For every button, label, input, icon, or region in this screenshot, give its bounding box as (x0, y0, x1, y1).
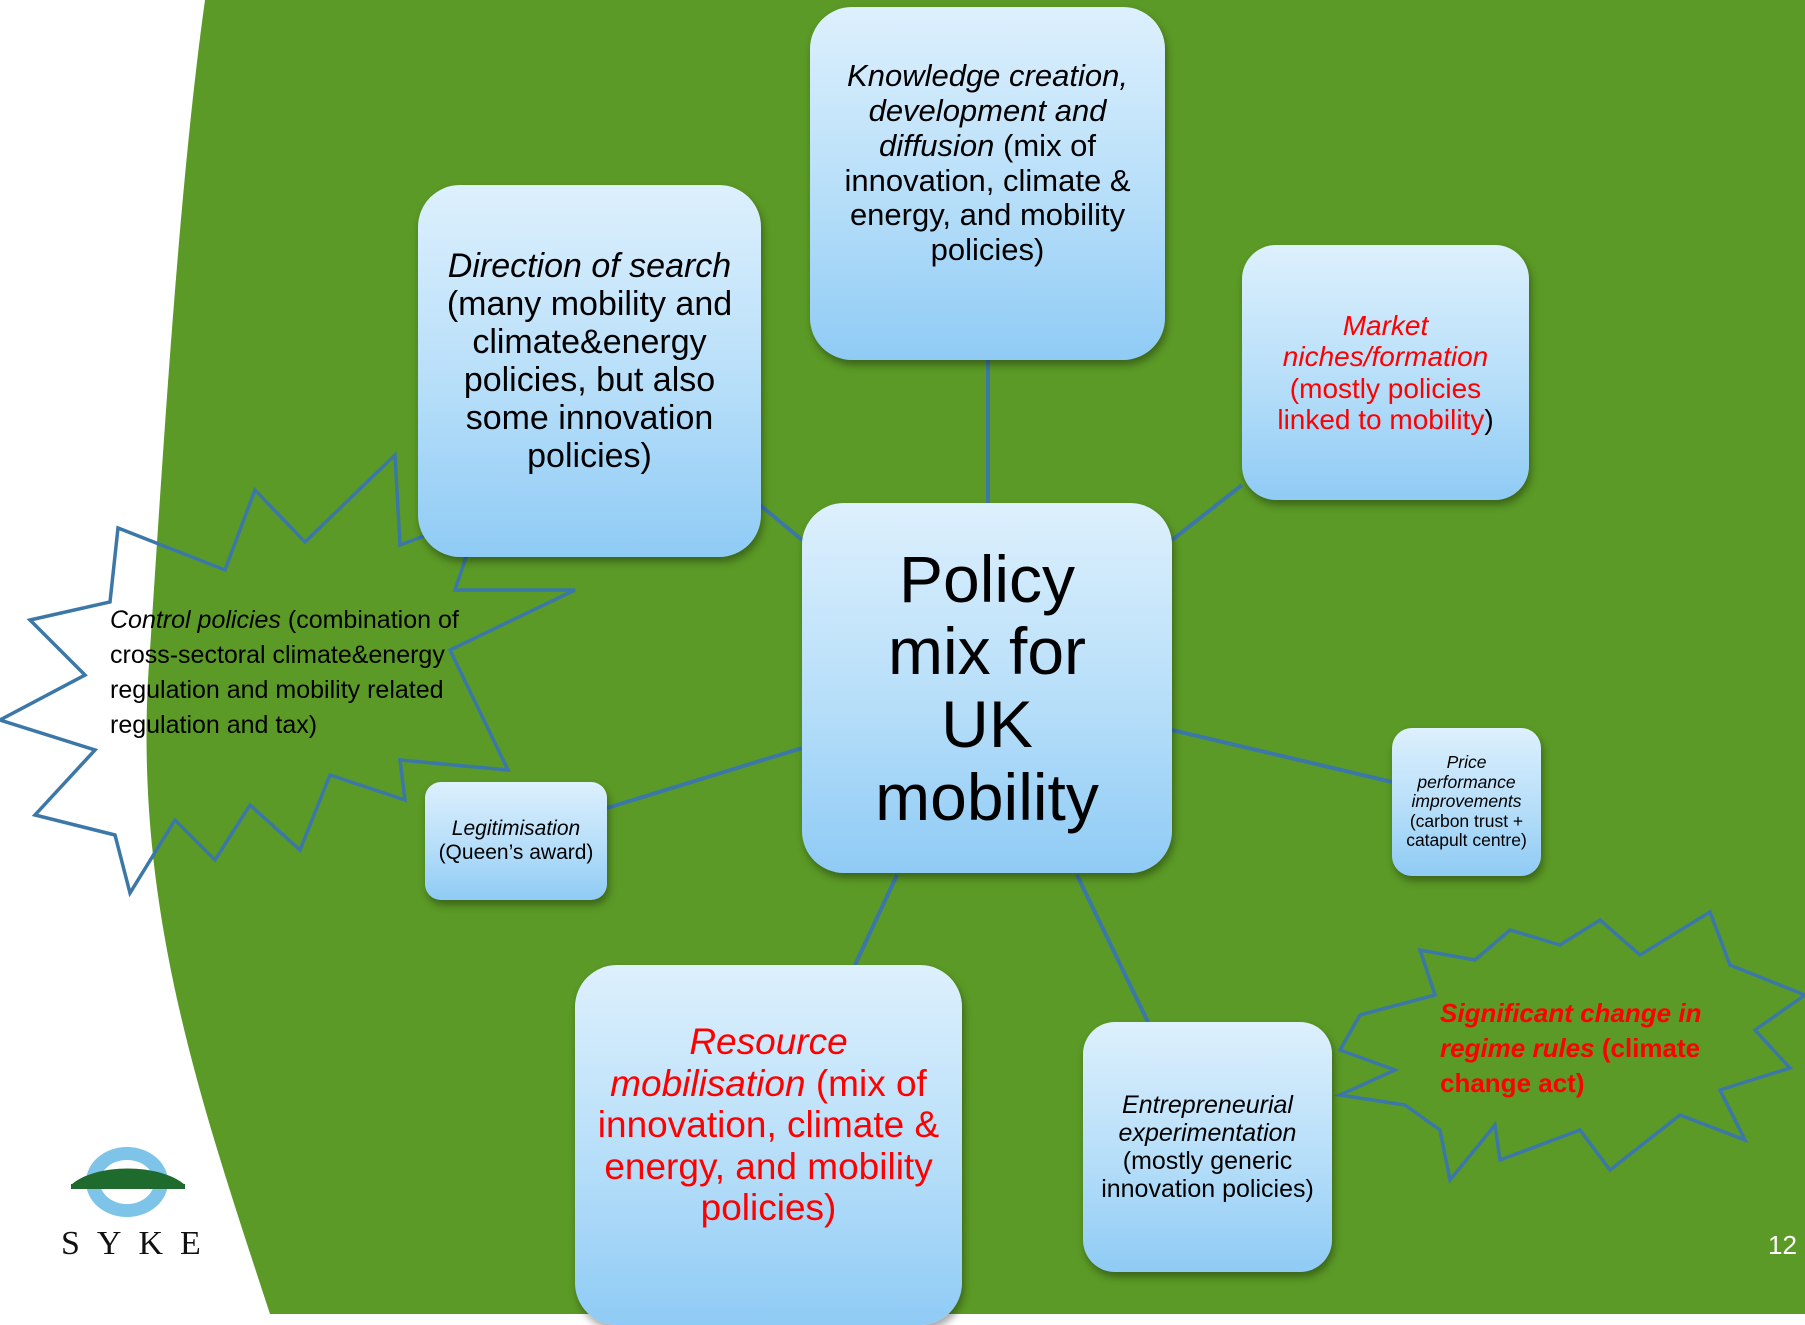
resource-mobilisation-box: Resource mobilisation (mix of innovation… (575, 965, 962, 1325)
market-niches-desc: (mostly policies linked to mobility (1277, 372, 1485, 435)
market-niches-text: Market niches/formation (mostly policies… (1252, 310, 1519, 435)
direction-of-search-box: Direction of search (many mobility and c… (418, 185, 761, 557)
price-performance-desc: (carbon trust + catapult centre) (1406, 810, 1527, 851)
syke-logo-emblem (71, 1147, 185, 1217)
entrepreneurial-experimentation-title: Entrepreneurial experimentation (1118, 1091, 1297, 1147)
control-policies-title: Control policies (110, 606, 281, 634)
price-performance-box: Price performance improvements (carbon t… (1392, 728, 1541, 876)
connector-lines (606, 360, 1393, 1023)
market-niches-title: Market niches/formation (1282, 309, 1489, 373)
center-line-3: UK (941, 687, 1033, 761)
resource-mobilisation-text: Resource mobilisation (mix of innovation… (593, 1021, 944, 1228)
resource-mobilisation-title: Resource mobilisation (610, 1021, 848, 1104)
knowledge-creation-text: Knowledge creation, development and diff… (822, 58, 1153, 267)
price-performance-text: Price performance improvements (carbon t… (1398, 752, 1535, 851)
entrepreneurial-experimentation-box: Entrepreneurial experimentation (mostly … (1083, 1022, 1332, 1272)
connector-price (1171, 728, 1393, 784)
center-policy-mix-box: Policy mix for UK mobility (802, 503, 1172, 873)
regime-rules-burst (1333, 909, 1805, 1184)
market-niches-close: ) (1484, 403, 1494, 435)
connector-resource (853, 874, 899, 966)
entrepreneurial-experimentation-desc: (mostly generic innovation policies) (1101, 1147, 1314, 1203)
direction-of-search-title: Direction of search (447, 246, 732, 285)
connector-entrepreneurial (1075, 874, 1150, 1023)
page-number: 12 (1768, 1230, 1797, 1260)
connector-direction (758, 503, 804, 542)
knowledge-creation-box: Knowledge creation, development and diff… (810, 7, 1165, 360)
legitimisation-box: Legitimisation (Queen’s award) (425, 782, 607, 900)
center-policy-mix-label: Policy mix for UK mobility (875, 543, 1099, 833)
resource-mobilisation-desc: (mix of innovation, climate & energy, an… (597, 1062, 940, 1229)
entrepreneurial-experimentation-text: Entrepreneurial experimentation (mostly … (1095, 1091, 1320, 1203)
knowledge-creation-title: Knowledge creation, development and diff… (847, 58, 1128, 163)
knowledge-creation-desc: (mix of innovation, climate & energy, an… (844, 127, 1131, 267)
connector-legitimisation (606, 746, 803, 810)
legitimisation-text: Legitimisation (Queen’s award) (433, 817, 599, 864)
syke-logo: SYKE (55, 1135, 218, 1265)
regime-rules-title: Significant change in regime rules (1440, 998, 1702, 1063)
control-policies-text: Control policies (combination of cross-s… (110, 603, 465, 743)
legitimisation-desc: (Queen’s award) (438, 841, 594, 864)
control-policies-desc: (combination of cross-sectoral climate&e… (110, 606, 459, 739)
direction-of-search-desc: (many mobility and climate&energy polici… (446, 284, 733, 476)
connector-market (1170, 483, 1244, 542)
market-niches-box: Market niches/formation (mostly policies… (1242, 245, 1529, 500)
center-line-2: mix for (888, 614, 1086, 689)
syke-logo-text: SYKE (61, 1225, 218, 1262)
direction-of-search-text: Direction of search (many mobility and c… (434, 247, 745, 475)
price-performance-title: Price performance improvements (1411, 752, 1522, 812)
center-line-4: mobility (875, 759, 1099, 834)
legitimisation-title: Legitimisation (451, 817, 581, 841)
regime-rules-text: Significant change in regime rules (clim… (1440, 996, 1740, 1101)
regime-rules-desc: (climate change act) (1440, 1033, 1701, 1098)
center-line-1: Policy (898, 541, 1076, 616)
control-policies-burst (0, 451, 576, 898)
